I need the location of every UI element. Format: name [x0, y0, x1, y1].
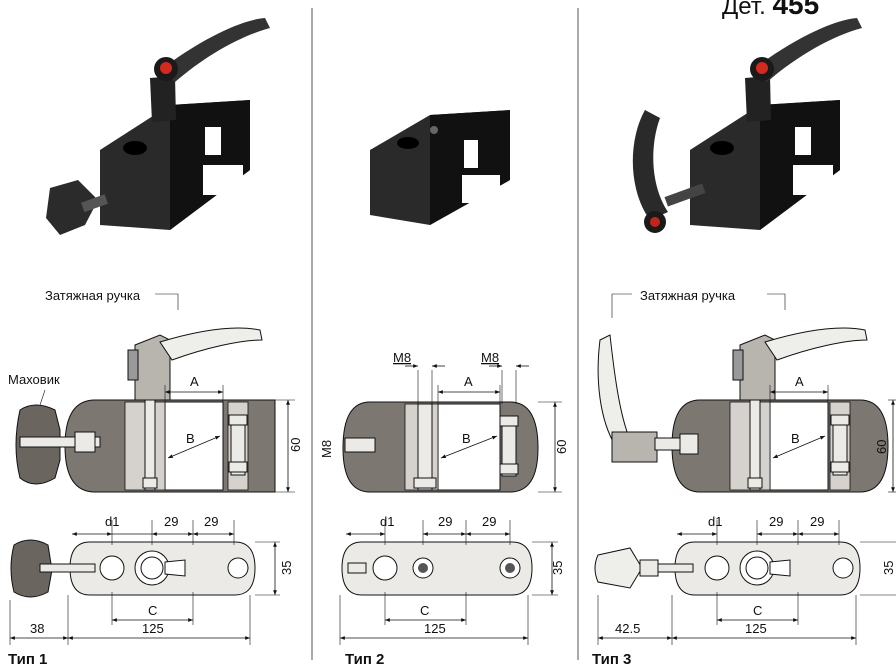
handle-label: Затяжная ручка: [45, 288, 141, 303]
dim-a-label: A: [190, 374, 199, 389]
dim-29a-label-type3: 29: [769, 514, 783, 529]
front-view-type3: Затяжная ручка B A 60: [597, 288, 896, 493]
dim-a-label-type2: A: [464, 374, 473, 389]
dim-125-label: 125: [142, 621, 164, 636]
dim-29b-label-type2: 29: [482, 514, 496, 529]
top-view-type3: d1 29 29 35 C 125 42.5: [594, 514, 896, 645]
dim-b-label: B: [186, 431, 195, 446]
product-photo-type2: [370, 110, 510, 225]
handwheel-label: Маховик: [8, 372, 60, 387]
m8-label-3: M8: [319, 440, 334, 458]
m8-label-1: M8: [393, 350, 411, 365]
dim-29a-label: 29: [164, 514, 178, 529]
product-photo-type3: [632, 18, 862, 233]
dim-35-label-type2: 35: [550, 561, 565, 575]
product-photo-type1: [46, 18, 270, 235]
front-view-type1: Затяжная ручка Маховик B A 60: [8, 288, 303, 493]
dim-a-label-type3: A: [795, 374, 804, 389]
dim-42-5-label: 42.5: [615, 621, 640, 636]
dim-60-label: 60: [288, 438, 303, 452]
dim-60-label-type2: 60: [554, 440, 569, 454]
dim-125-label-type3: 125: [745, 621, 767, 636]
dim-c-label: C: [148, 603, 157, 618]
type-3-caption: Тип 3: [592, 651, 631, 668]
dim-b-label-type2: B: [462, 431, 471, 446]
m8-label-2: M8: [481, 350, 499, 365]
dim-b-label-type3: B: [791, 431, 800, 446]
top-view-type2: d1 29 29 35 C 125: [339, 514, 565, 645]
handle-label-type3-left: Затяжная ручка: [640, 288, 736, 303]
dim-d1-label-type2: d1: [380, 514, 394, 529]
dim-d1-label-type3: d1: [708, 514, 722, 529]
dim-60-label-type3: 60: [874, 440, 889, 454]
type-2-caption: Тип 2: [345, 651, 384, 668]
dim-d1-label: d1: [105, 514, 119, 529]
header-code: Дет. 455: [722, 0, 819, 20]
dim-38-label: 38: [30, 621, 44, 636]
top-view-type1: d1 29 29 35 C 125 38: [9, 514, 294, 645]
dim-35-label-type3: 35: [881, 561, 896, 575]
dim-29b-label: 29: [204, 514, 218, 529]
dim-c-label-type3: C: [753, 603, 762, 618]
dim-35-label: 35: [279, 561, 294, 575]
dim-29a-label-type2: 29: [438, 514, 452, 529]
dim-c-label-type2: C: [420, 603, 429, 618]
dim-125-label-type2: 125: [424, 621, 446, 636]
type-1-caption: Тип 1: [8, 651, 47, 668]
dim-29b-label-type3: 29: [810, 514, 824, 529]
front-view-type2: B A M8 M8 M8 60: [319, 350, 569, 493]
